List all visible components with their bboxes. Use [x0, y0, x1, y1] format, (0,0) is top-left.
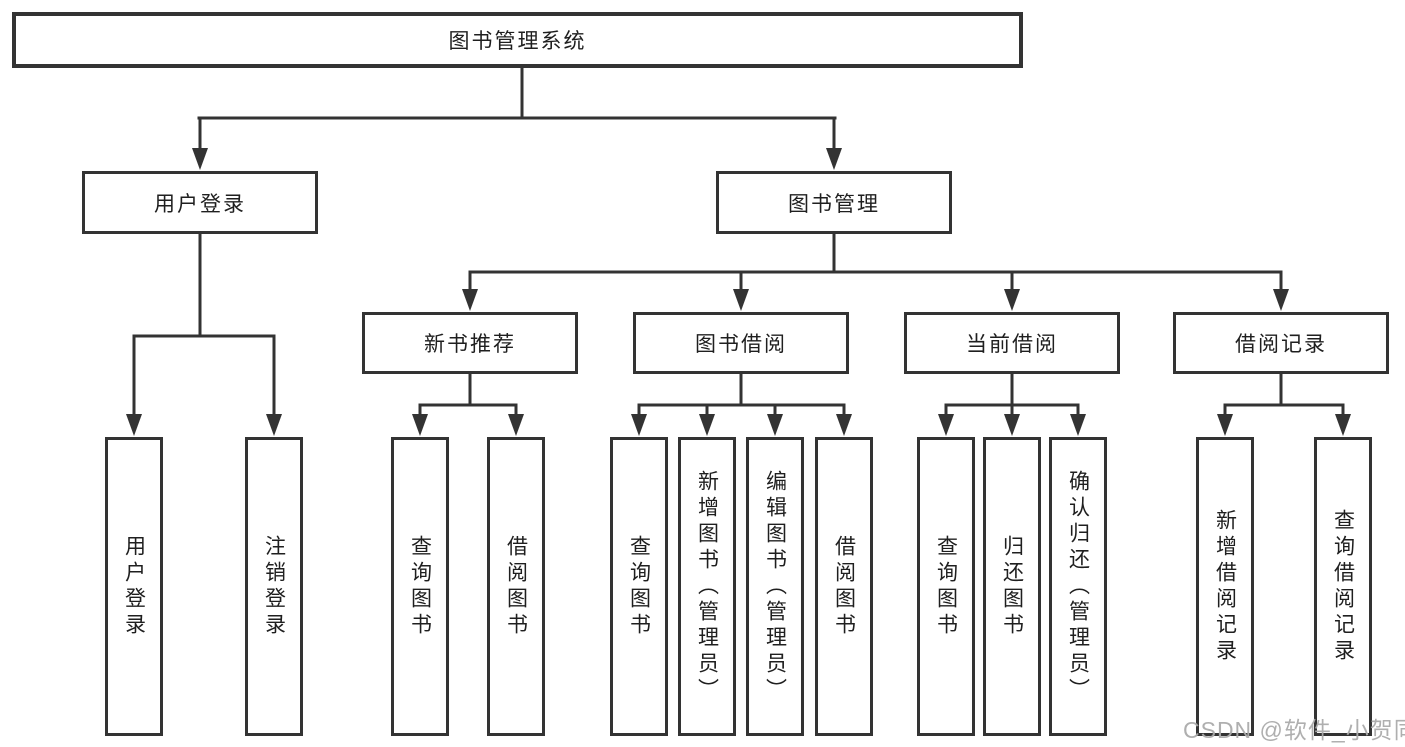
- leaf-add-books-admin: 新增图书（管理员）: [678, 437, 736, 736]
- leaf-edit-books-admin: 编辑图书（管理员）: [746, 437, 804, 736]
- leaf-return-books: 归还图书: [983, 437, 1041, 736]
- leaf-confirm-return-admin: 确认归还（管理员）: [1049, 437, 1107, 736]
- leaf-query-books-borrow: 查询图书: [610, 437, 668, 736]
- leaf-borrow-books-recommend: 借阅图书: [487, 437, 545, 736]
- node-current-borrow: 当前借阅: [904, 312, 1120, 374]
- leaf-logout: 注销登录: [245, 437, 303, 736]
- leaf-query-borrow-record: 查询借阅记录: [1314, 437, 1372, 736]
- leaf-user-login: 用户登录: [105, 437, 163, 736]
- leaf-query-books-recommend: 查询图书: [391, 437, 449, 736]
- node-book-borrow: 图书借阅: [633, 312, 849, 374]
- leaf-query-books-current: 查询图书: [917, 437, 975, 736]
- csdn-watermark: CSDN @软件_小贺同学: [1183, 717, 1405, 743]
- node-book-management-branch: 图书管理: [716, 171, 952, 234]
- leaf-add-borrow-record: 新增借阅记录: [1196, 437, 1254, 736]
- node-borrow-records: 借阅记录: [1173, 312, 1389, 374]
- node-root-system: 图书管理系统: [12, 12, 1023, 68]
- leaf-borrow-books: 借阅图书: [815, 437, 873, 736]
- node-new-book-recommend: 新书推荐: [362, 312, 578, 374]
- node-user-login-branch: 用户登录: [82, 171, 318, 234]
